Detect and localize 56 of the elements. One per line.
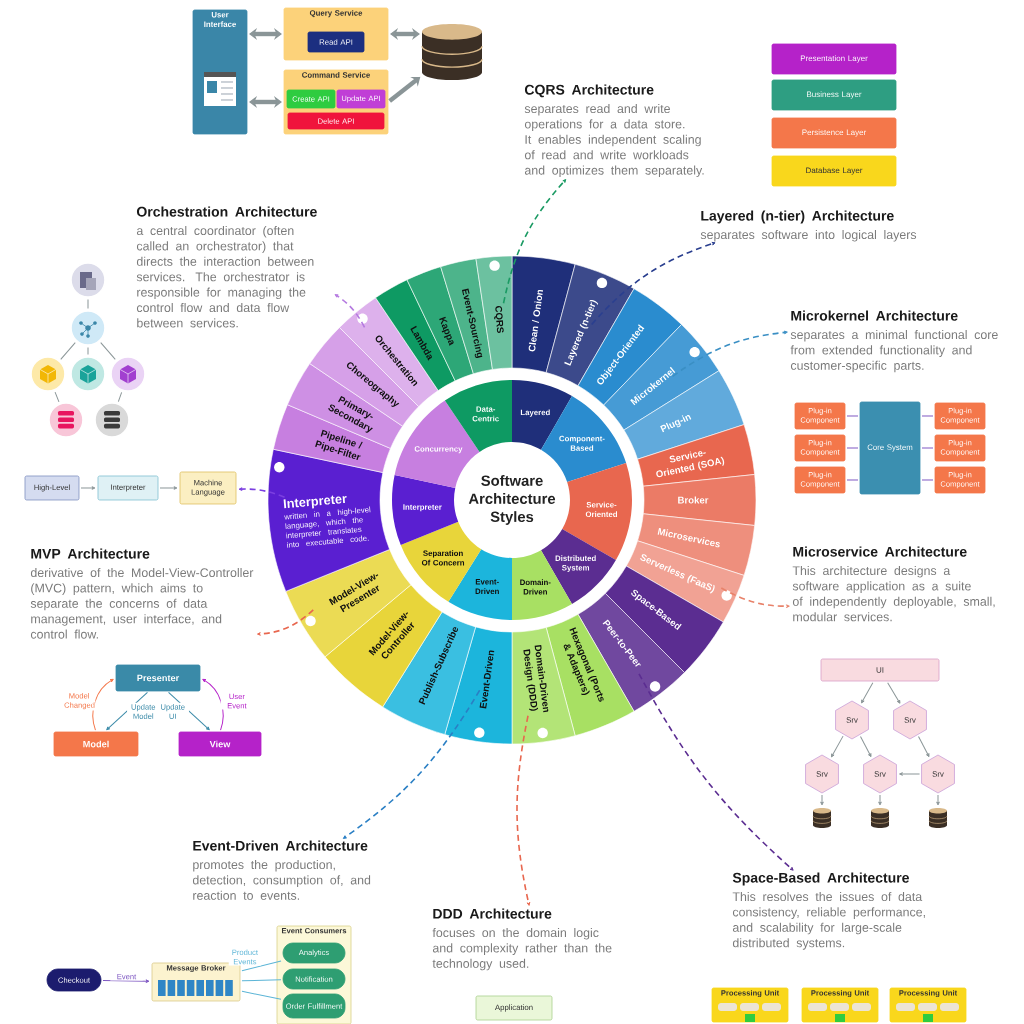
dashed-arrow bbox=[342, 689, 481, 839]
connector-line bbox=[921, 479, 934, 481]
connector-line bbox=[87, 346, 89, 356]
connector-line bbox=[921, 415, 934, 417]
dashed-arrow bbox=[720, 587, 790, 608]
dashed-arrow bbox=[502, 179, 567, 304]
connector-line bbox=[54, 391, 60, 403]
connector-line bbox=[60, 342, 76, 360]
connector-line bbox=[241, 990, 282, 1000]
double-arrow bbox=[249, 95, 282, 109]
cube-icon bbox=[110, 356, 146, 392]
connector-line bbox=[241, 960, 282, 972]
arrow bbox=[102, 979, 150, 983]
arrow bbox=[202, 678, 224, 731]
connector-line bbox=[846, 415, 859, 417]
dashed-arrow bbox=[590, 241, 716, 326]
dashed-arrow bbox=[334, 294, 366, 329]
double-arrow bbox=[249, 27, 282, 41]
arrow bbox=[936, 794, 940, 806]
connector-line bbox=[117, 391, 123, 403]
database-icon bbox=[870, 808, 890, 828]
arrow bbox=[887, 682, 901, 704]
device-icon bbox=[70, 262, 106, 298]
database-icon bbox=[48, 402, 84, 438]
arrow bbox=[80, 486, 96, 490]
arrow bbox=[820, 794, 824, 806]
arrow bbox=[92, 678, 114, 731]
arrow bbox=[899, 772, 921, 776]
dashed-arrow bbox=[238, 487, 286, 499]
connector-line bbox=[846, 479, 859, 481]
dashed-arrow bbox=[257, 609, 315, 636]
database-icon bbox=[928, 808, 948, 828]
connector-line bbox=[87, 298, 89, 310]
arrow bbox=[388, 76, 421, 103]
double-arrow bbox=[390, 27, 420, 41]
connector-line bbox=[100, 342, 116, 360]
arrow bbox=[861, 682, 874, 704]
cube-icon bbox=[70, 356, 106, 392]
cube-icon bbox=[30, 356, 66, 392]
arrow bbox=[831, 735, 844, 758]
arrow bbox=[159, 486, 178, 490]
arrow bbox=[168, 691, 210, 731]
arrow bbox=[106, 691, 148, 731]
arrow bbox=[918, 735, 930, 758]
connector-line bbox=[846, 447, 859, 449]
database-icon bbox=[421, 24, 483, 80]
database-icon bbox=[812, 808, 832, 828]
dashed-arrow bbox=[516, 714, 531, 906]
connector-line bbox=[921, 447, 934, 449]
network-icon bbox=[70, 310, 106, 346]
database-icon bbox=[94, 402, 130, 438]
dashed-arrow bbox=[671, 330, 788, 378]
dashed-arrow bbox=[638, 672, 794, 871]
arrow bbox=[860, 735, 872, 758]
connector-line bbox=[241, 979, 282, 982]
arrow bbox=[878, 794, 882, 806]
